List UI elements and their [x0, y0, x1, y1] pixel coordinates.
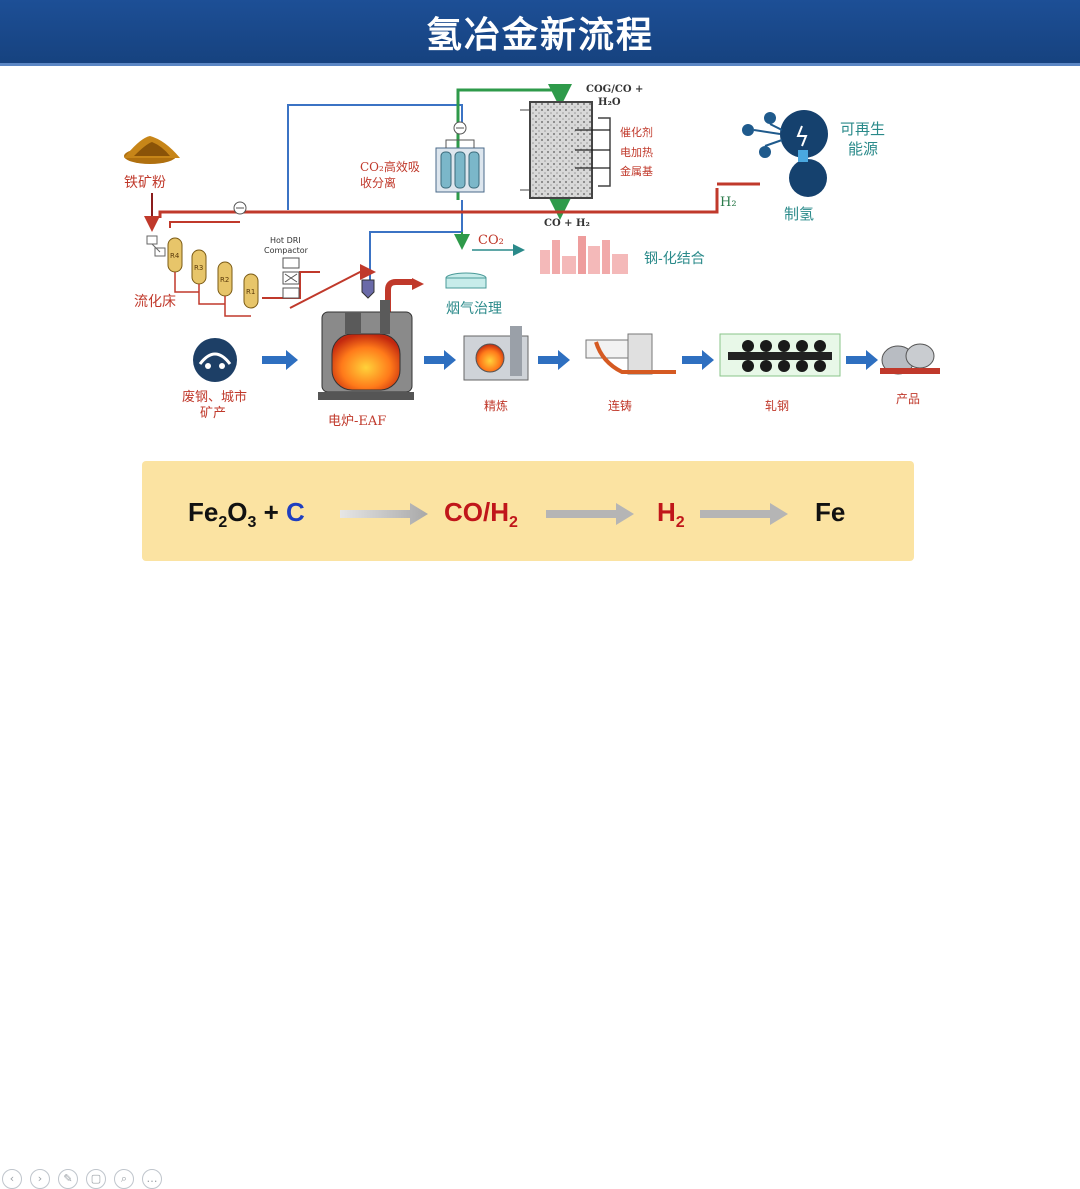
red-pipe-eaf — [289, 264, 376, 309]
label-hydrogen-production: 制氢 — [784, 205, 815, 223]
valve-icon-2 — [453, 121, 467, 135]
label-compactor: Compactor — [264, 246, 308, 255]
reactor-icon: R4 R3 R2 R1 — [146, 235, 259, 317]
label-steel-chemical: 钢-化结合 — [644, 251, 705, 267]
more-icon[interactable]: … — [142, 1169, 162, 1189]
label-iron-ore: 铁矿粉 — [124, 175, 166, 191]
label-catalyst: 催化剂 — [620, 126, 653, 139]
heater-icon — [520, 101, 611, 199]
green-pipe — [456, 84, 572, 200]
formula-h2: H2 — [657, 497, 685, 532]
label-co2: CO₂ — [478, 233, 504, 248]
red-pipe-dri — [262, 271, 320, 299]
ore-pile-icon — [124, 136, 180, 164]
factory-icon — [540, 236, 628, 274]
label-casting: 连铸 — [608, 399, 633, 413]
blue-pipe-2 — [369, 200, 463, 282]
prev-slide-icon[interactable]: ‹ — [2, 1169, 22, 1189]
casting-icon — [585, 333, 676, 375]
formula-arrow-1 — [340, 503, 428, 525]
reactor-r4: R4 — [170, 252, 180, 260]
absorber-icon — [435, 139, 485, 193]
label-scrap-2: 矿产 — [200, 406, 227, 421]
page-title: 氢冶金新流程 — [425, 15, 654, 56]
reactor-r3: R3 — [194, 264, 203, 272]
label-h2o: H₂O — [598, 97, 621, 108]
label-scrap-1: 废钢、城市 — [182, 390, 248, 405]
eaf-furnace-icon — [318, 279, 414, 400]
pen-icon[interactable]: ✎ — [58, 1169, 78, 1189]
compactor-icon — [282, 257, 300, 299]
label-h2: H₂ — [720, 195, 737, 210]
next-slide-icon[interactable]: › — [30, 1169, 50, 1189]
reactor-r1: R1 — [246, 288, 255, 296]
valve-icon — [233, 201, 247, 215]
formula-fe2o3-c: Fe2O3 + C — [188, 497, 305, 532]
label-flue-gas: 烟气治理 — [446, 301, 502, 317]
red-main-pipe — [158, 188, 719, 218]
label-cog: COG/CO + — [586, 84, 644, 95]
label-renewable-1: 可再生 — [840, 120, 886, 138]
slides-icon[interactable]: ▢ — [86, 1169, 106, 1189]
reaction-formula-box — [142, 461, 914, 561]
process-diagram: R4 R3 R2 R1 — [124, 84, 940, 400]
process-arrows — [262, 350, 878, 370]
label-electric-heating: 电加热 — [620, 146, 653, 159]
label-refining: 精炼 — [484, 399, 509, 413]
formula-arrow-3 — [700, 503, 788, 525]
flue-gas-icon — [385, 272, 487, 312]
product-coil-icon — [880, 343, 940, 375]
label-rolling: 轧钢 — [765, 399, 790, 413]
scrap-recycle-icon — [193, 338, 237, 382]
refining-icon — [463, 326, 529, 381]
label-hot-dri: Hot DRI — [270, 236, 301, 245]
zoom-icon[interactable]: ⌕ — [114, 1169, 134, 1189]
blue-pipe — [287, 104, 463, 210]
label-co2-capture-1: CO₂高效吸 — [360, 160, 420, 174]
title-bar: 氢冶金新流程 — [0, 0, 1080, 66]
formula-arrow-2 — [546, 503, 634, 525]
label-product: 产品 — [896, 392, 921, 406]
label-metal-base: 金属基 — [620, 165, 653, 178]
label-co2-capture-2: 收分离 — [360, 176, 397, 190]
formula-fe: Fe — [815, 497, 846, 527]
reactor-r2: R2 — [220, 276, 229, 284]
label-renewable-2: 能源 — [848, 140, 879, 158]
energy-network-icon — [742, 110, 828, 197]
label-co-h2: CO + H₂ — [544, 218, 590, 229]
red-pipe-left — [169, 221, 240, 228]
slideshow-toolbar: ‹ › ✎ ▢ ⌕ … — [0, 583, 200, 1189]
rolling-mill-icon — [719, 333, 841, 377]
label-fluidized-bed: 流化床 — [134, 294, 176, 310]
formula-co-h2: CO/H2 — [444, 497, 518, 532]
label-eaf: 电炉-EAF — [328, 414, 387, 429]
